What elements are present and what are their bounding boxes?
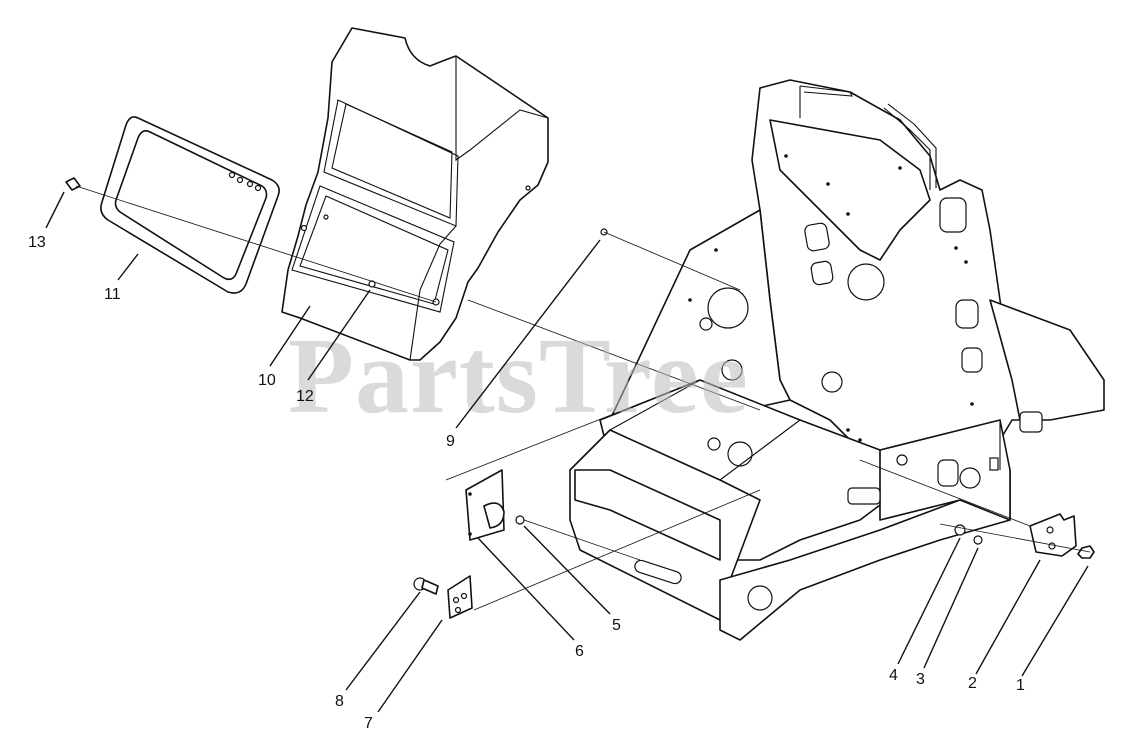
- callout-8: 8: [335, 693, 344, 710]
- callout-9: 9: [446, 433, 455, 450]
- cover-plate-part: [465, 469, 505, 541]
- hinge-bracket-part: [447, 575, 473, 619]
- lock-nut-part: [954, 524, 966, 536]
- callout-1: 1: [1016, 677, 1025, 694]
- push-pin-part: [65, 177, 81, 191]
- assembly-guide-lines: [75, 185, 1091, 611]
- callout-2: 2: [968, 675, 977, 692]
- callout-5: 5: [612, 617, 621, 634]
- callout-6: 6: [575, 643, 584, 660]
- right-bracket-part: [1029, 513, 1077, 557]
- main-chassis-frame: [569, 79, 1105, 641]
- callout-12: 12: [296, 388, 314, 405]
- nut-part: [515, 515, 525, 525]
- callout-4: 4: [889, 667, 898, 684]
- callout-11: 11: [104, 286, 121, 303]
- partstree-watermark: PartsTree: [288, 317, 749, 436]
- window-frame-part: [100, 116, 280, 294]
- hex-bolt-part: [1077, 545, 1095, 559]
- callout-10: 10: [258, 372, 276, 389]
- callout-13: 13: [28, 234, 46, 251]
- callout-leaders: [45, 191, 1089, 713]
- callout-7: 7: [364, 715, 373, 732]
- shield-housing-part: [281, 27, 549, 361]
- callout-3: 3: [916, 671, 925, 688]
- washer-part: [973, 535, 983, 545]
- carriage-bolt-part: [413, 577, 439, 595]
